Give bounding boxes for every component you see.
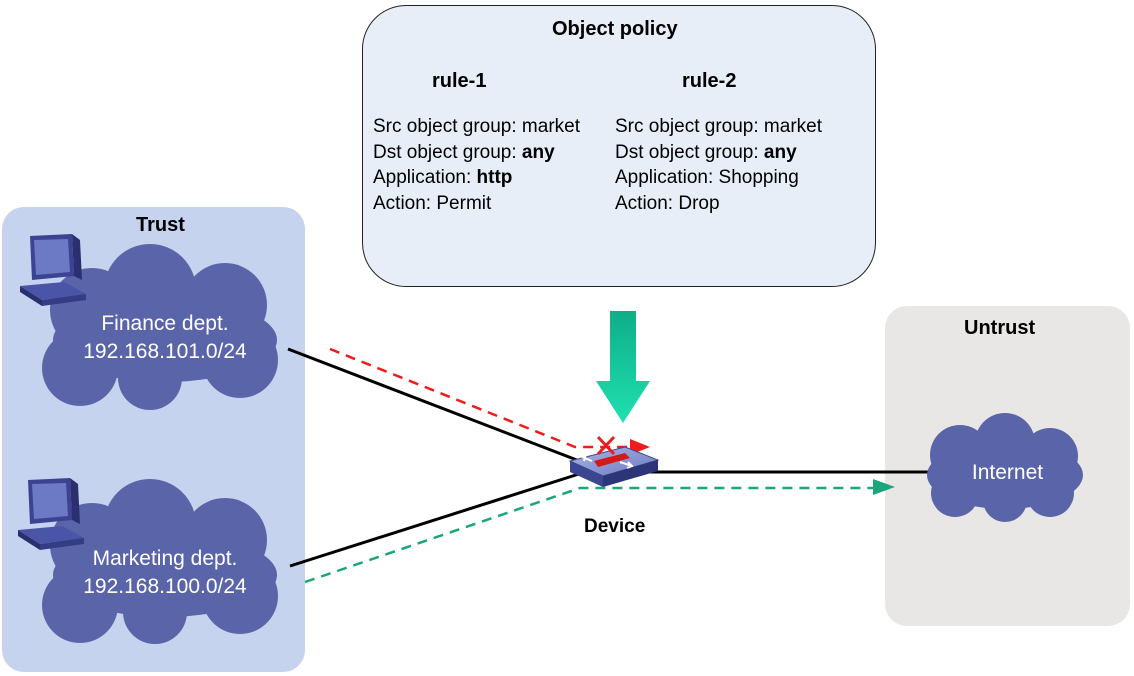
marketing-network-label: Marketing dept. 192.168.100.0/24: [40, 545, 290, 601]
blocked-cross-icon: [596, 435, 616, 456]
rule-2-action: Action: Drop: [615, 192, 720, 214]
rule-2-title: rule-2: [682, 70, 737, 92]
device-label: Device: [584, 516, 646, 537]
object-policy-box: [362, 5, 876, 287]
finance-network-label: Finance dept. 192.168.101.0/24: [40, 310, 290, 366]
rule-2-app: Application: Shopping: [615, 167, 799, 188]
finance-name: Finance dept.: [101, 312, 229, 335]
finance-cloud-icon: [42, 244, 278, 410]
rule-2-src: Src object group: market: [615, 116, 822, 137]
finance-link: [287, 347, 583, 464]
pc-icon: [20, 234, 86, 306]
pc-icon: [18, 478, 84, 550]
finance-subnet: 192.168.101.0/24: [83, 340, 247, 363]
marketing-name: Marketing dept.: [92, 547, 238, 570]
rule-2-dst: Dst object group: any: [615, 141, 797, 163]
trust-zone-title: Trust: [136, 214, 185, 236]
rule-1-app: Application: http: [373, 167, 513, 188]
policy-title: Object policy: [552, 18, 678, 40]
rule-1-src: Src object group: market: [373, 116, 580, 137]
rule-2-details: Src object group: market Dst object grou…: [615, 114, 822, 216]
marketing-link: [289, 471, 583, 568]
rule-1-title: rule-1: [432, 70, 487, 92]
rule-1-dst: Dst object group: any: [373, 141, 555, 163]
untrust-zone-title: Untrust: [964, 317, 1036, 339]
firewall-device-icon: [568, 446, 660, 487]
marketing-cloud-icon: [42, 479, 278, 644]
internet-cloud-icon: [927, 413, 1083, 522]
rule-1-details: Src object group: market Dst object grou…: [373, 114, 580, 216]
permitted-flow: [304, 479, 895, 584]
policy-arrow-icon: [596, 311, 650, 423]
rule-1-action: Action: Permit: [373, 192, 492, 214]
marketing-subnet: 192.168.100.0/24: [83, 575, 247, 598]
internet-label: Internet: [971, 461, 1044, 484]
